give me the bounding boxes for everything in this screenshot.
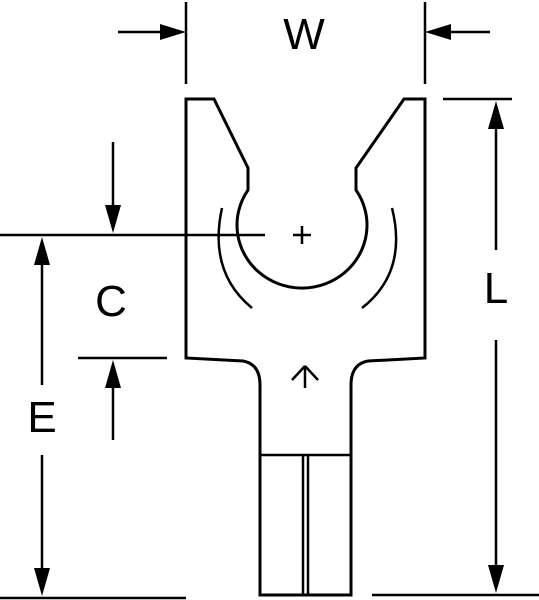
barrel-lines — [260, 453, 351, 595]
dimension-l: L — [372, 97, 539, 597]
dimension-e-label: E — [27, 393, 56, 442]
right-inner-arc — [361, 207, 398, 309]
dimension-l-label: L — [484, 264, 508, 313]
dimension-c: C — [0, 142, 265, 440]
center-mark — [293, 226, 311, 244]
dimension-w: W — [118, 2, 490, 84]
dimension-c-label: C — [95, 277, 127, 326]
dimension-e: E — [0, 237, 186, 600]
terminal-outline — [184, 97, 427, 597]
neck-up-arrow — [291, 365, 319, 388]
left-inner-arc — [217, 207, 253, 309]
dimension-w-label: W — [283, 10, 325, 59]
